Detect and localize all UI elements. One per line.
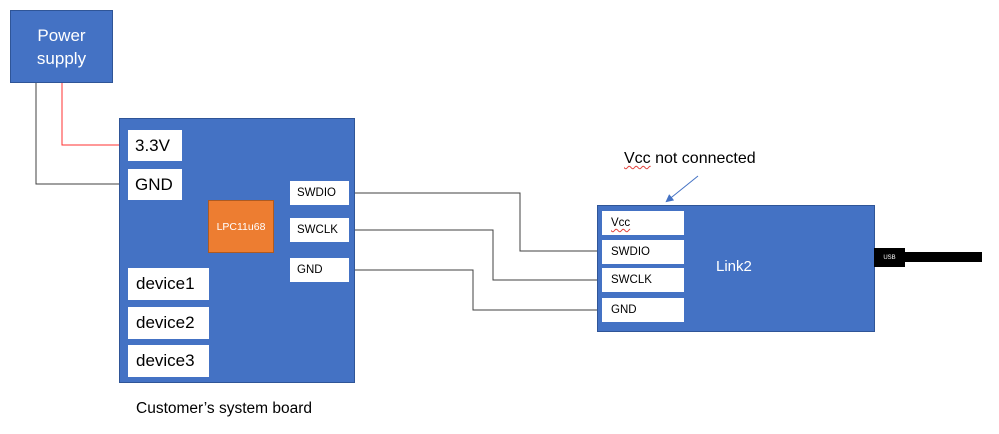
- annotation-text-rest: not connected: [650, 150, 756, 167]
- usb-cable: [904, 252, 982, 262]
- board-pin-gnd-power: GND: [128, 169, 182, 200]
- wire-swclk: [349, 229, 602, 281]
- board-caption: Customer’s system board: [136, 400, 313, 417]
- board-pin-swdio: SWDIO: [290, 181, 349, 205]
- usb-label: USB: [883, 254, 896, 261]
- device-2: device2: [128, 307, 209, 339]
- mcu-chip-label: LPC11u68: [216, 220, 266, 233]
- device-1: device1: [128, 268, 209, 300]
- power-supply-box: Power supply: [10, 10, 113, 83]
- wire-swdio: [349, 192, 602, 252]
- board-pin-3v3: 3.3V: [128, 130, 182, 161]
- link2-pin-swclk: SWCLK: [602, 268, 684, 292]
- wire-3v3: [61, 83, 128, 146]
- board-pin-gnd-swd: GND: [290, 258, 349, 282]
- board-pin-swclk: SWCLK: [290, 218, 349, 242]
- link2-pin-gnd: GND: [602, 298, 684, 322]
- annotation-arrow: [665, 175, 699, 203]
- annotation-word-vcc: Vcc: [624, 150, 651, 167]
- link2-pin-swdio: SWDIO: [602, 240, 684, 264]
- power-supply-label-line2: supply: [36, 48, 87, 68]
- link2-label: Link2: [716, 258, 752, 275]
- mcu-chip: LPC11u68: [208, 200, 274, 253]
- link2-pin-vcc-label: Vcc: [611, 217, 631, 229]
- usb-connector: USB: [874, 248, 905, 267]
- vcc-annotation: Vcc not connected: [624, 150, 756, 168]
- power-supply-label-line1: Power: [37, 25, 86, 45]
- wire-power-gnd: [35, 83, 128, 185]
- device-3: device3: [128, 345, 209, 377]
- wire-swd-gnd: [349, 269, 602, 311]
- link2-pin-vcc: Vcc: [602, 211, 684, 235]
